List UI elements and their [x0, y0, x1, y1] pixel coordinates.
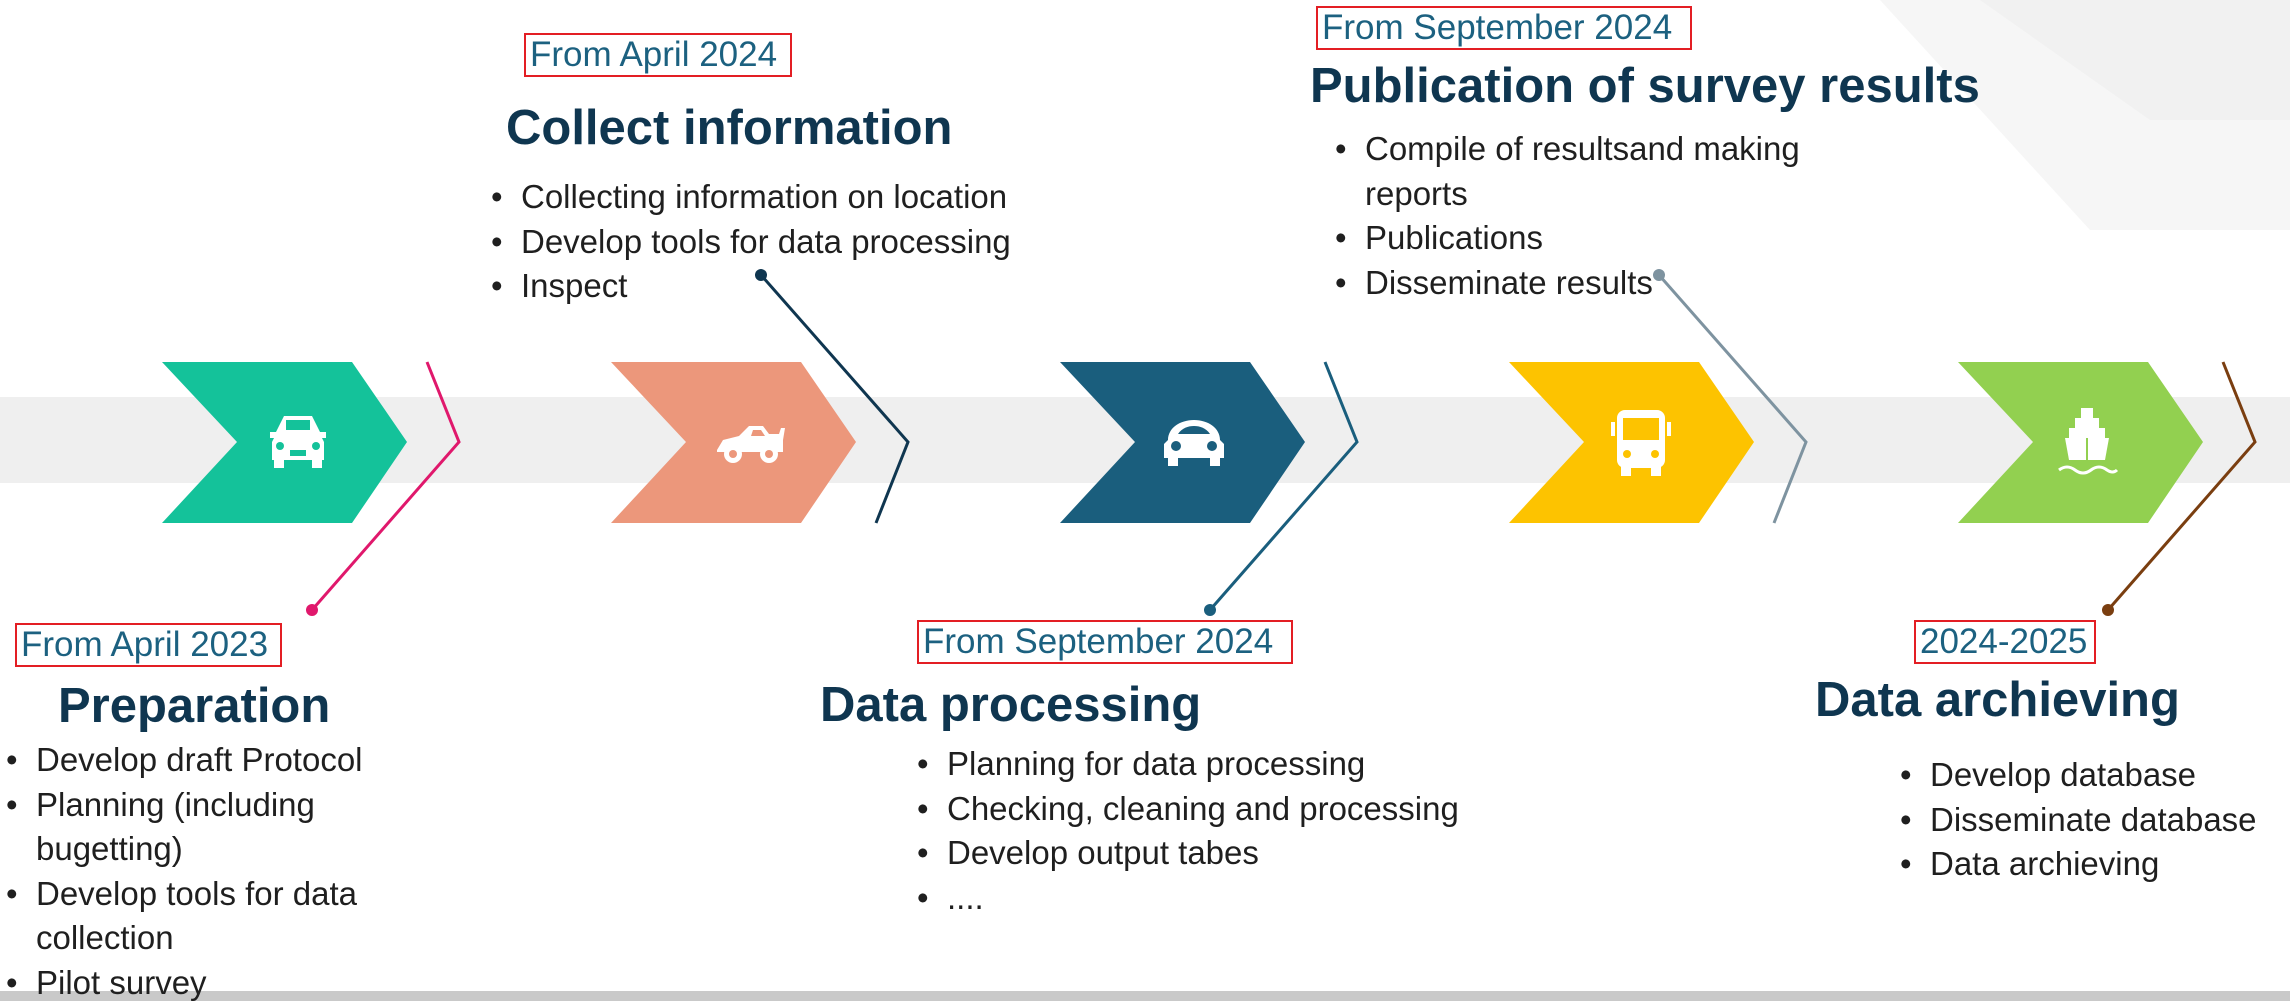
list-item: Publications — [1335, 216, 1855, 261]
car-front-icon — [258, 402, 338, 482]
list-item: Inspect — [491, 264, 1111, 309]
stage-bullet-list: Collecting information on location Devel… — [491, 175, 1111, 309]
list-item: Collecting information on location — [491, 175, 1111, 220]
stage-bullet-list: Develop database Disseminate database Da… — [1900, 753, 2290, 887]
stage-bullet-list: Develop draft Protocol Planning (includi… — [6, 738, 386, 1005]
car-front-icon — [1154, 402, 1234, 482]
list-item: Data archieving — [1900, 842, 2290, 887]
stage-date: 2024-2025 — [1914, 620, 2096, 664]
connector-dot — [306, 604, 318, 616]
ship-icon — [2047, 402, 2127, 482]
stage-bullet-list: Compile of resultsand making reports Pub… — [1335, 127, 1855, 305]
stage-title: Publication of survey results — [1310, 58, 1980, 114]
stage-title: Data archieving — [1815, 672, 2180, 728]
stage-date: From April 2023 — [15, 623, 282, 667]
connector-dot — [2102, 604, 2114, 616]
list-item: Develop tools for data collection — [6, 872, 386, 961]
stage-title: Data processing — [820, 677, 1201, 733]
list-item: Planning for data processing — [917, 742, 1537, 787]
list-item: Checking, cleaning and processing — [917, 787, 1537, 832]
bus-icon — [1601, 402, 1681, 482]
list-item: Develop output tabes — [917, 831, 1537, 876]
connector-dot — [1204, 604, 1216, 616]
list-item: Develop draft Protocol — [6, 738, 386, 783]
list-item: Pilot survey — [6, 961, 386, 1005]
list-item: Develop database — [1900, 753, 2290, 798]
list-item: Disseminate database — [1900, 798, 2290, 843]
stage-date: From September 2024 — [1316, 6, 1692, 50]
stage-date: From April 2024 — [524, 33, 792, 77]
list-item: .... — [917, 876, 1537, 921]
stage-title: Preparation — [58, 678, 330, 734]
sports-car-icon — [709, 402, 789, 482]
list-item: Planning (including bugetting) — [6, 783, 386, 872]
stage-date: From September 2024 — [917, 620, 1293, 664]
list-item: Develop tools for data processing — [491, 220, 1111, 265]
stage-bullet-list: Planning for data processing Checking, c… — [917, 742, 1537, 920]
list-item: Compile of resultsand making reports — [1335, 127, 1855, 216]
list-item: Disseminate results — [1335, 261, 1855, 306]
stage-title: Collect information — [506, 100, 952, 156]
